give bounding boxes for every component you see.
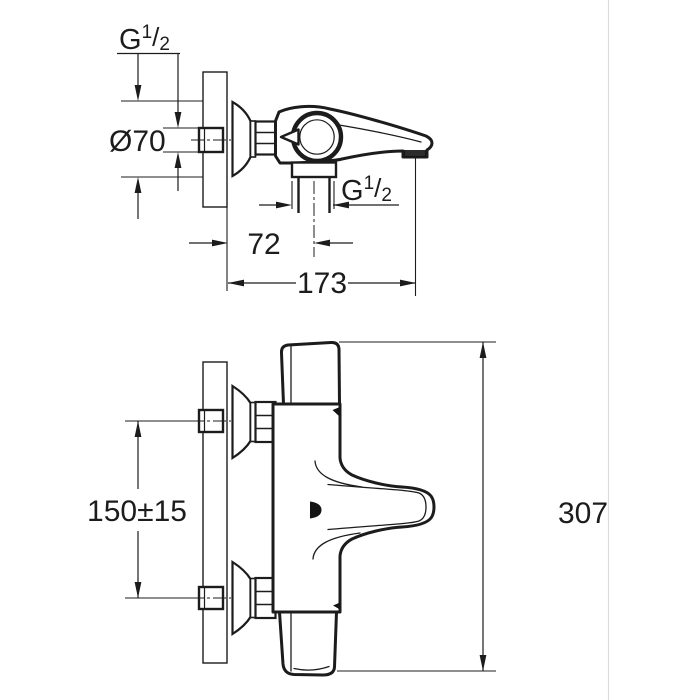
- dimension-label-connection-distance: 150±15: [87, 495, 187, 528]
- volume-knob: [278, 610, 338, 677]
- dimension-spout-offset: 72: [189, 228, 353, 261]
- dimension-label-wall-thread: G1/2: [119, 22, 170, 56]
- spout-tip-inner-line: [327, 483, 427, 531]
- dimension-wall-thread: G1/2: [117, 22, 200, 191]
- union-nut: [290, 161, 338, 179]
- body-notch-bottom: [333, 602, 340, 610]
- knob-pointer: [279, 128, 300, 146]
- cap-rim-line: [293, 665, 330, 671]
- body-notch-top: [332, 407, 340, 417]
- temperature-knob: [279, 340, 341, 406]
- escutcheon: [231, 100, 252, 178]
- mixer-body: [271, 402, 436, 614]
- dimension-connection-distance: 150±15: [87, 420, 198, 599]
- spout-outlet-mark: [310, 501, 322, 519]
- spout-upper-crease: [314, 460, 363, 488]
- dimension-escutcheon-diameter: Ø70: [109, 100, 203, 219]
- wall-thread-fitting-bottom: [191, 585, 231, 611]
- dimension-label-spout-offset: 72: [247, 228, 280, 261]
- dimension-overall-height: 307: [337, 341, 608, 672]
- dimension-label-overall-height: 307: [558, 497, 608, 530]
- dimension-spout-reach: 173: [228, 158, 417, 300]
- escutcheon-top: [231, 383, 277, 461]
- dimension-outlet-thread: G1/2: [259, 173, 399, 209]
- wall-section-hatched: [202, 361, 228, 664]
- hex-nut: [254, 120, 277, 156]
- view-side: G1/2 Ø70 G1/2: [109, 22, 434, 300]
- control-knob-inner-ring: [299, 119, 335, 155]
- dimension-label-outlet-thread: G1/2: [341, 173, 392, 207]
- view-front: 150±15 307: [87, 340, 608, 677]
- escutcheon-bottom: [231, 559, 277, 637]
- dimension-label-escutcheon-diameter: Ø70: [109, 125, 166, 158]
- spout-aerator: [404, 150, 426, 157]
- dimension-label-spout-reach: 173: [297, 267, 347, 300]
- shower-outlet-pipe: [290, 161, 338, 257]
- spout-lower-crease: [312, 532, 361, 560]
- wall-thread-fitting: [191, 126, 231, 154]
